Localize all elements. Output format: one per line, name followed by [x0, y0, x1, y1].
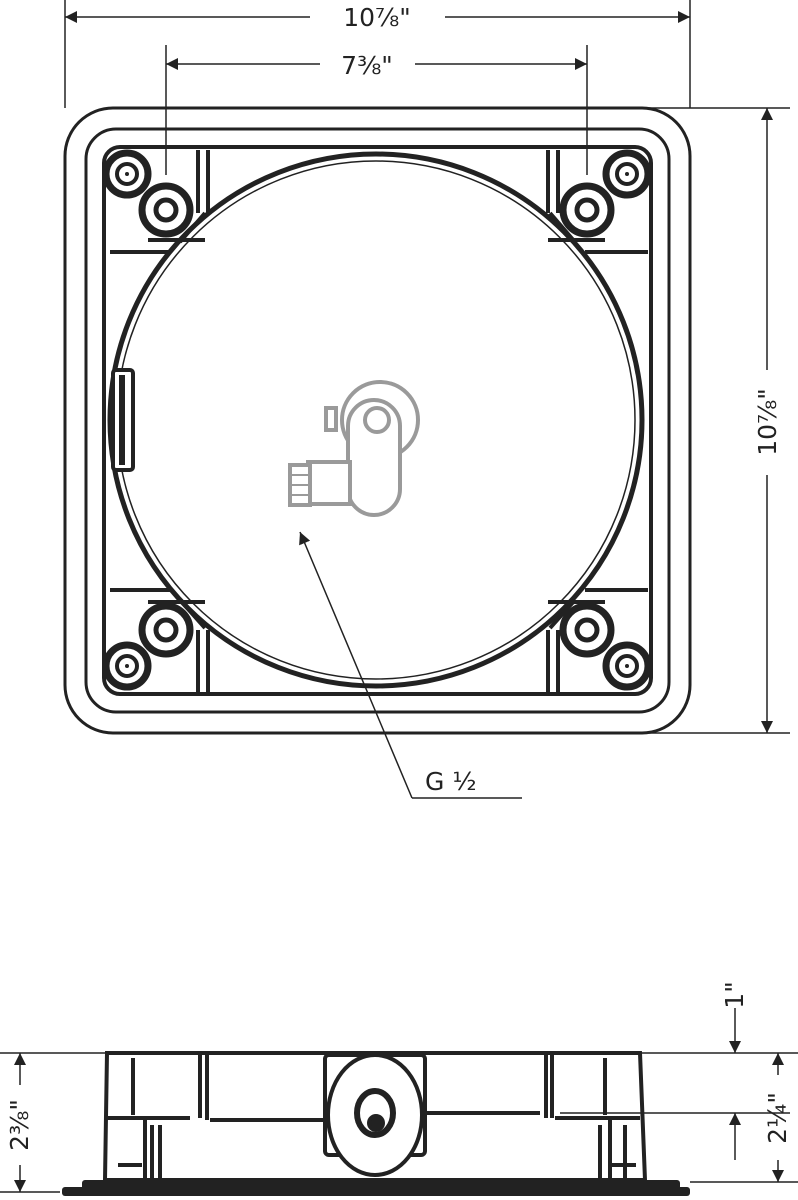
- middle-frame: [84, 127, 671, 714]
- top-view: G ½ 10⅞" 7⅜" 10⅞": [63, 0, 790, 799]
- min-height-label: 1": [720, 981, 749, 1008]
- side-dimension-lines: [0, 1008, 798, 1193]
- inner-frame: [102, 145, 653, 696]
- side-view: 2⅜" 2¼" 1": [0, 981, 798, 1196]
- bolt-bottom-left: [138, 602, 194, 658]
- overall-height-label: 2⅜": [5, 1099, 34, 1151]
- mount-spacing-label: 7⅜": [341, 51, 393, 80]
- bolt-top-right: [559, 182, 615, 238]
- drain-fitting-icon: [288, 380, 420, 517]
- foot-bottom-left: [102, 641, 152, 691]
- side-body: [102, 1051, 648, 1182]
- leader-line: [299, 531, 413, 799]
- basin-circle: [107, 151, 645, 689]
- foot-top-left: [102, 149, 152, 199]
- dimension-lines: [64, 0, 790, 734]
- overall-width-label: 10⅞": [343, 3, 411, 32]
- bolt-top-left: [138, 182, 194, 238]
- connection-label: G ½: [425, 767, 477, 796]
- foot-bottom-right: [602, 641, 652, 691]
- corner-ribs: [110, 150, 648, 692]
- bolt-bottom-right: [559, 602, 615, 658]
- outer-frame: [63, 106, 692, 735]
- overall-depth-label: 10⅞": [753, 388, 782, 456]
- foot-top-right: [602, 149, 652, 199]
- body-height-label: 2¼": [763, 1092, 792, 1144]
- mounting-bolts: [102, 149, 652, 691]
